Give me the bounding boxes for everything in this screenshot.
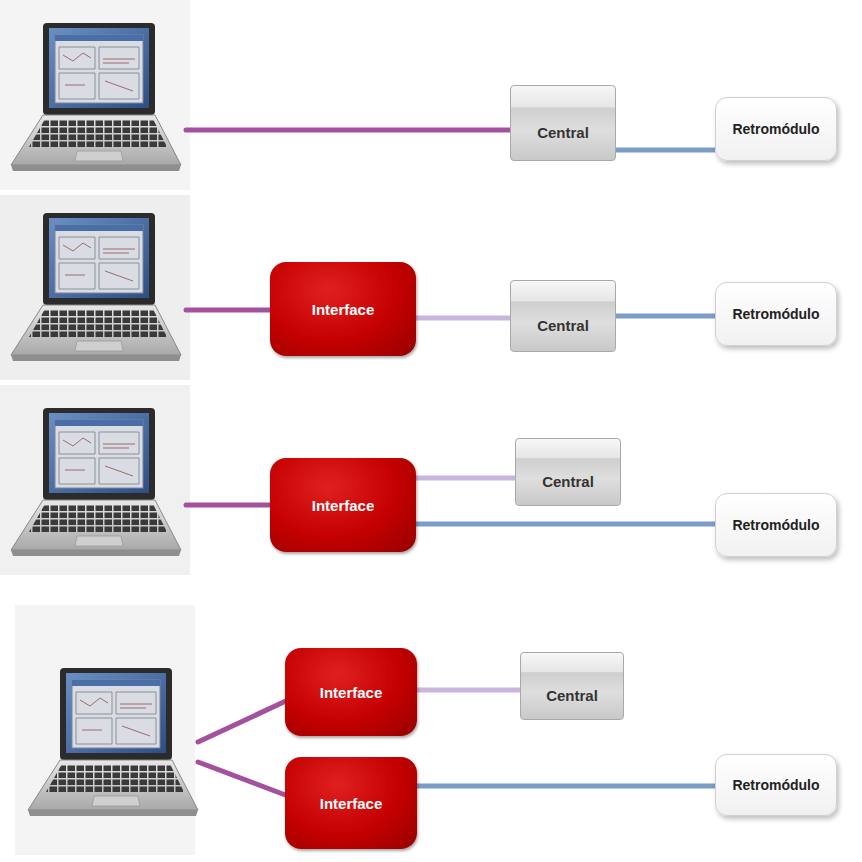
node-label: Retromódulo [732,777,819,793]
photo-ground [0,195,190,380]
node-label: Retromódulo [732,517,819,533]
node-label: Central [546,687,598,704]
cable-connector [416,316,510,321]
interface-box: Interface [270,458,416,552]
feedback-module: Retromódulo [715,97,837,161]
node-label: Interface [312,301,375,318]
node-label: Central [537,124,589,141]
feedback-module: Retromódulo [715,754,837,816]
photo-ground [0,0,190,190]
cable-connector [616,314,715,319]
node-label: Central [542,473,594,490]
laptop-icon [11,408,181,556]
central-unit: Central [520,652,624,720]
laptop-icon [11,213,181,361]
cable-connector [616,148,715,153]
central-unit: Central [510,85,616,161]
node-label: Retromódulo [732,121,819,137]
laptop-icon [28,668,198,816]
cable-connector [416,522,715,527]
interface-box: Interface [270,262,416,356]
central-unit: Central [515,438,621,506]
node-label: Interface [320,795,383,812]
pc-cable [186,128,512,133]
feedback-module: Retromódulo [715,493,837,557]
photo-ground [0,385,190,575]
pc-cable [186,503,272,508]
feedback-module: Retromódulo [715,282,837,346]
pc-cable [198,762,288,796]
central-unit: Central [510,280,616,352]
node-label: Interface [320,684,383,701]
cable-connector [416,476,515,481]
laptop-icon [11,23,181,171]
interface-box: Interface [285,648,417,736]
node-label: Interface [312,497,375,514]
node-label: Central [537,317,589,334]
cable-connector [417,688,520,693]
node-label: Retromódulo [732,306,819,322]
interface-box: Interface [285,757,417,849]
cable-connector [417,784,715,789]
pc-cable [186,308,272,313]
pc-cable [198,700,288,742]
